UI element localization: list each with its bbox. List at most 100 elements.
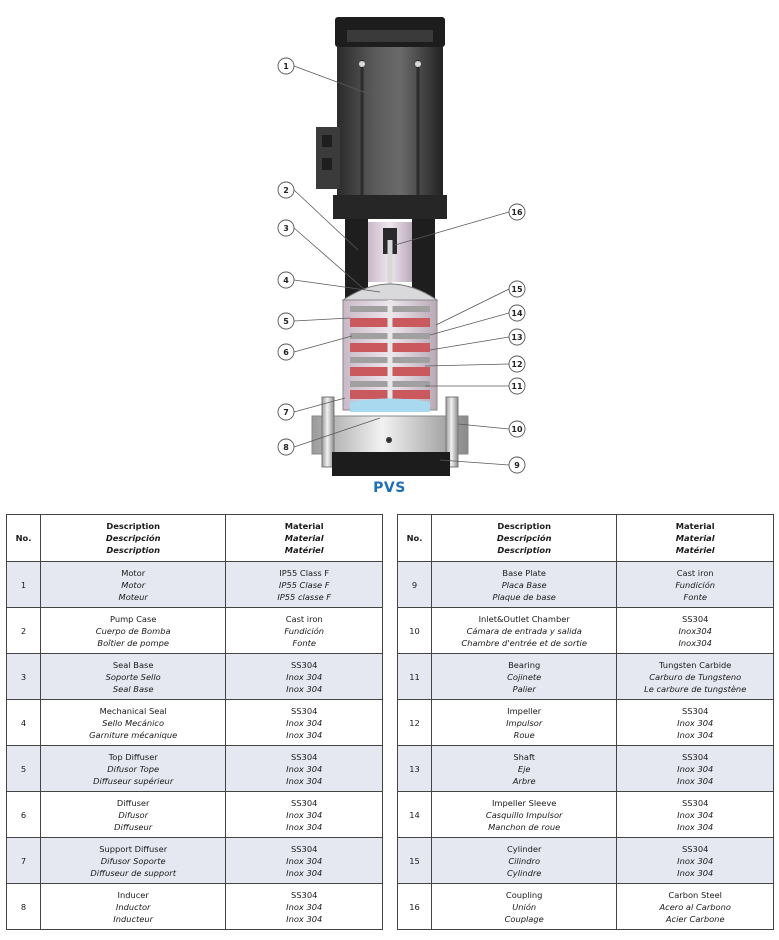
part-number: 6 [6,791,41,838]
part-number: 7 [6,837,41,884]
table-header-row: No. Description Descripción Description … [6,514,383,562]
callout-number: 15 [511,285,523,294]
callout-number: 1 [283,62,289,71]
callout-circle [508,280,526,298]
header-no: No. [397,514,432,562]
callout-circle [277,438,295,456]
callout-circle [277,343,295,361]
callout-leaders [293,65,510,466]
part-number: 4 [6,699,41,746]
callout-circle [508,456,526,474]
parts-table-left: No. Description Descripción Description … [6,514,383,930]
callout-circle [277,403,295,421]
callout-circle [277,57,295,75]
header-description: Description Descripción Description [39,514,227,562]
part-number: 16 [397,883,432,930]
callout-circle [508,377,526,395]
callout-circle [277,219,295,237]
callout-circle [277,312,295,330]
callout-number: 7 [283,408,289,417]
part-number: 3 [6,653,41,700]
header-description: Description Descripción Description [430,514,618,562]
part-number: 1 [6,561,41,608]
header-material: Material Material Matériel [225,514,383,562]
callout-number: 16 [511,208,523,217]
part-number: 14 [397,791,432,838]
callout-number: 3 [283,224,289,233]
part-number: 2 [6,607,41,654]
part-number: 9 [397,561,432,608]
header-no: No. [6,514,41,562]
callout-number: 13 [511,333,522,342]
table-header-row: No. Description Descripción Description … [397,514,774,562]
callout-number: 8 [283,443,289,452]
base-chamber-drawing [311,396,469,476]
model-title: PVS [373,480,406,496]
callout-number: 4 [283,276,289,285]
callout-number: 10 [511,425,523,434]
parts-table-right: No. Description Descripción Description … [397,514,774,930]
callout-circle [508,304,526,322]
part-number: 12 [397,699,432,746]
motor-drawing [316,17,447,219]
header-material: Material Material Matériel [616,514,774,562]
callout-number: 9 [514,461,520,470]
part-number: 11 [397,653,432,700]
part-number: 5 [6,745,41,792]
callout-number: 12 [511,360,522,369]
callout-circle [508,355,526,373]
part-number: 15 [397,837,432,884]
callout-number: 14 [511,309,523,318]
callout-circle [508,328,526,346]
callout-circle [508,420,526,438]
callout-circle [277,271,295,289]
callout-number: 6 [283,348,289,357]
part-number: 10 [397,607,432,654]
callout-number: 11 [511,382,523,391]
